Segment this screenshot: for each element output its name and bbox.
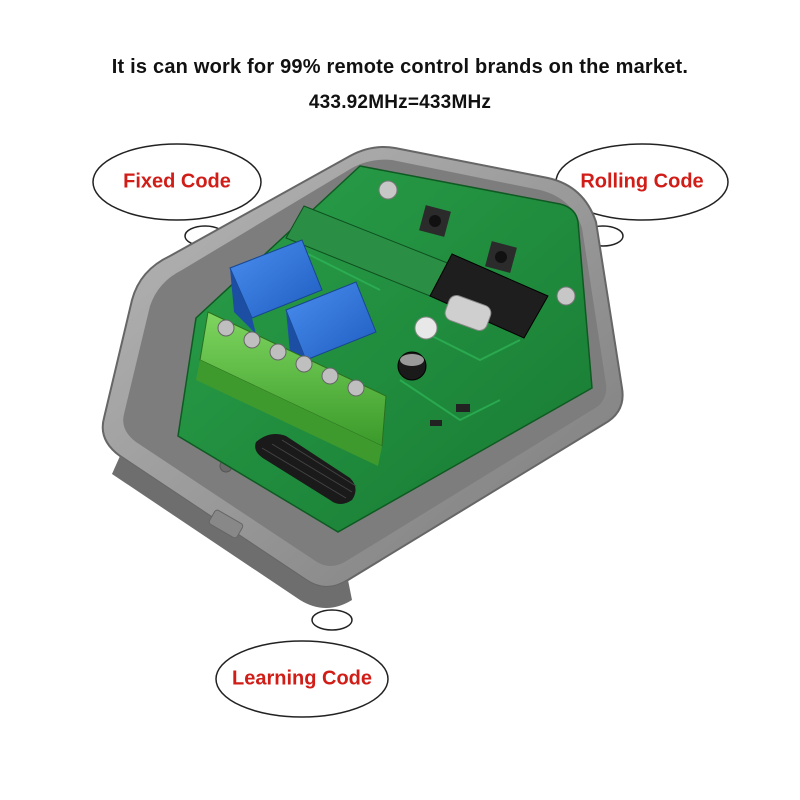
headline-compatibility: It is can work for 99% remote control br… <box>111 56 689 78</box>
headline-frequency: 433.92MHz=433MHz <box>308 92 492 113</box>
terminal-block <box>196 311 387 466</box>
learning-code-label: Learning Code <box>231 667 373 690</box>
fixed-code-label: Fixed Code <box>123 170 231 193</box>
antenna-coil <box>255 434 357 504</box>
relay-1 <box>229 239 323 334</box>
bubble-learning-code <box>215 609 389 718</box>
rolling-code-label: Rolling Code <box>580 170 704 193</box>
